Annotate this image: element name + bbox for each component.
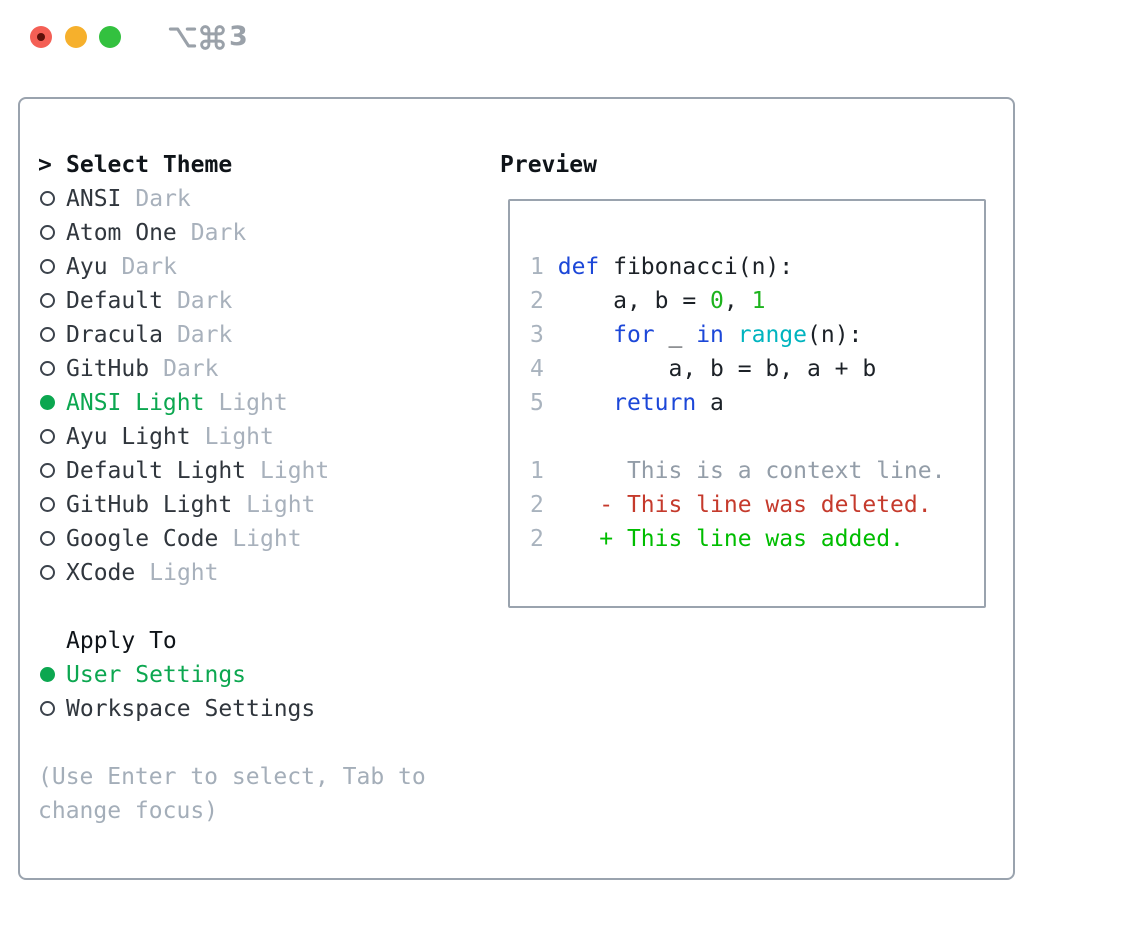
close-button[interactable] [30, 26, 52, 48]
spacer [38, 590, 478, 624]
apply-option-user-settings[interactable]: User Settings [38, 658, 478, 692]
theme-variant: Light [232, 526, 302, 552]
command-key-icon [198, 23, 227, 52]
line-number: 2 [530, 492, 544, 518]
theme-variant: Dark [190, 220, 247, 246]
blank-line [530, 216, 984, 250]
theme-variant: Dark [163, 356, 219, 382]
radio-icon [40, 327, 55, 342]
theme-list-title: Select Theme [66, 152, 233, 178]
blank-line [530, 420, 984, 454]
preview-title: Preview [500, 152, 597, 178]
theme-variant: Dark [176, 322, 233, 348]
code-line: 4 a, b = b, a + b [530, 356, 877, 382]
radio-icon [40, 531, 55, 546]
radio-icon [40, 701, 55, 716]
line-number: 1 [530, 458, 544, 484]
theme-variant: Light [246, 492, 316, 518]
theme-variant: Light [149, 560, 219, 586]
radio-icon [40, 565, 55, 580]
theme-variant: Dark [176, 288, 233, 314]
theme-variant: Dark [121, 254, 177, 280]
diff-deleted-line: 2 - This line was deleted. [530, 492, 932, 518]
apply-option-workspace-settings[interactable]: Workspace Settings [38, 692, 478, 726]
theme-variant: Light [218, 390, 288, 416]
diff-added-line: 2 + This line was added. [530, 526, 904, 552]
radio-icon [40, 259, 55, 274]
radio-icon [40, 497, 55, 512]
help-text-line-2: change focus) [38, 798, 219, 824]
diff-context-line: 1 This is a context line. [530, 458, 946, 484]
line-number: 3 [530, 322, 544, 348]
close-dot-icon [37, 33, 45, 41]
radio-selected-icon [40, 667, 55, 682]
code-line: 3 for _ in range(n): [530, 322, 863, 348]
theme-list-header: > Select Theme [38, 148, 478, 182]
theme-variant: Light [204, 424, 274, 450]
shortcut-number: 3 [229, 21, 248, 52]
theme-variant: Light [260, 458, 330, 484]
radio-icon [40, 361, 55, 376]
cursor-prefix: > [38, 152, 52, 178]
radio-selected-icon [40, 395, 55, 410]
titlebar: 3 [0, 0, 1140, 70]
spacer [38, 726, 478, 760]
code-line: 1 def fibonacci(n): [530, 254, 794, 280]
radio-icon [40, 463, 55, 478]
zoom-button[interactable] [99, 26, 121, 48]
radio-icon [40, 293, 55, 308]
code-line: 5 return a [530, 390, 724, 416]
line-number: 1 [530, 254, 544, 280]
line-number: 4 [530, 356, 544, 382]
preview-box: 1 def fibonacci(n): 2 a, b = 0, 1 3 for … [508, 199, 986, 608]
option-key-icon [168, 23, 197, 52]
radio-icon [40, 225, 55, 240]
apply-to-header: Apply To [66, 628, 177, 654]
radio-icon [40, 191, 55, 206]
line-number: 2 [530, 288, 544, 314]
help-text-line-1: (Use Enter to select, Tab to [38, 764, 426, 790]
line-number: 5 [530, 390, 544, 416]
minimize-button[interactable] [65, 26, 87, 48]
line-number: 2 [530, 526, 544, 552]
window-shortcut-label: 3 [168, 21, 248, 53]
theme-variant: Dark [135, 186, 191, 212]
code-line: 2 a, b = 0, 1 [530, 288, 766, 314]
radio-icon [40, 429, 55, 444]
